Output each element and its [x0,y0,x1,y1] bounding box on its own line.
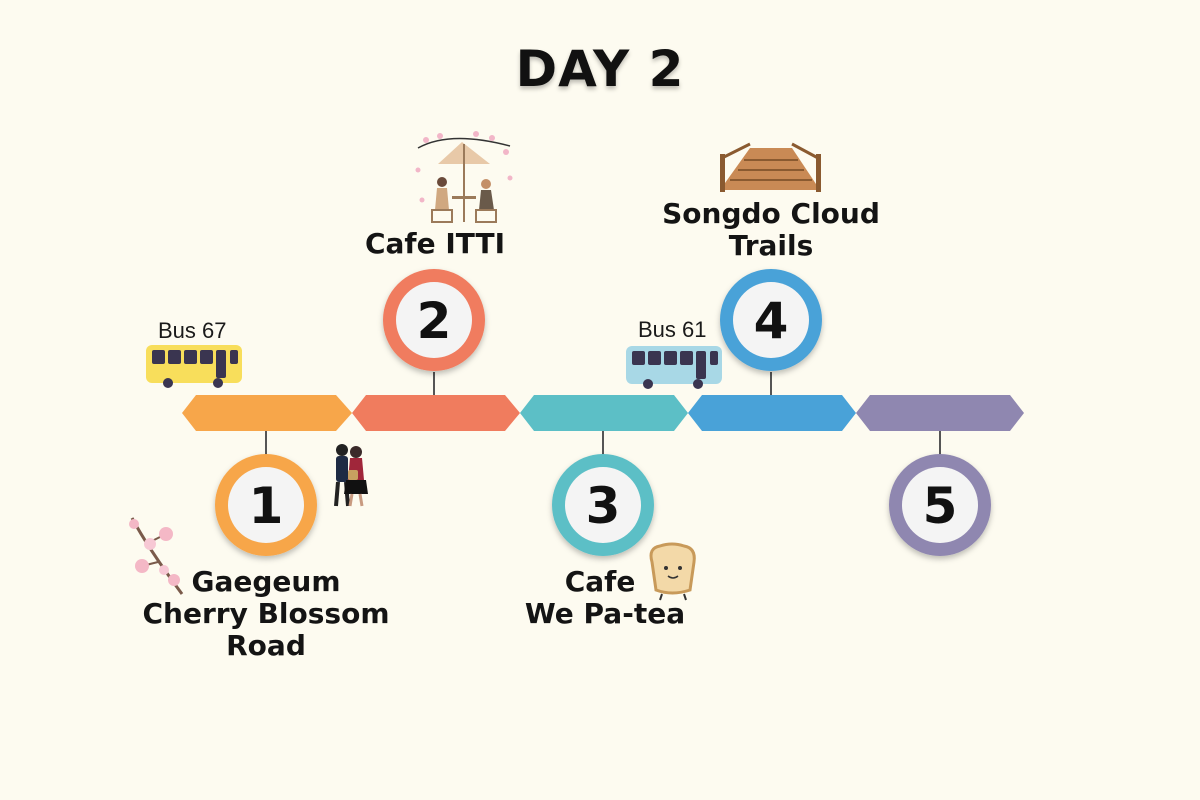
stop-circle-4: 4 [720,269,822,371]
stop-number-3: 3 [586,477,621,535]
stop-number-1: 1 [249,477,284,535]
stop-number-5: 5 [923,477,958,535]
stop-name-4: Songdo Cloud Trails [640,198,902,262]
segment-5 [856,395,1024,431]
segment-2 [352,395,520,431]
yellow-bus-icon [146,345,242,388]
stop-name-1-line-1: Gaegeum [191,565,341,598]
cherry-blossom-branch-icon [129,517,184,595]
stop-name-3: Cafe We Pa-tea [490,566,720,630]
stop-circle-2: 2 [383,269,485,371]
stop-circle-1: 1 [215,454,317,556]
stop-number-4: 4 [754,292,789,350]
toast-bread-icon [649,542,696,601]
connectors [265,372,941,458]
stop-name-3-line-2: We Pa-tea [524,597,686,630]
stop-name-3-line-1: Cafe [564,565,636,598]
bus-label-1: Bus 67 [158,318,227,343]
timeline-bar [182,395,1024,431]
stop-number-2: 2 [417,292,452,350]
segment-4 [688,395,856,431]
segment-3 [520,395,688,431]
stop-name-4-line-1: Songdo Cloud [662,197,880,230]
stop-circle-3: 3 [552,454,654,556]
bus-label-2: Bus 61 [638,317,707,342]
stop-name-1-line-3: Road [226,629,306,662]
wooden-bridge-icon [720,142,821,192]
stop-name-1: Gaegeum Cherry Blossom Road [126,566,406,662]
cafe-umbrella-couple-icon [415,131,513,223]
stop-name-4-line-2: Trails [728,229,814,262]
stop-circle-5: 5 [889,454,991,556]
stop-name-2: Cafe ITTI [320,228,550,260]
stop-name-1-line-2: Cherry Blossom [142,597,390,630]
couple-walking-icon [334,444,368,507]
stop-name-2-line-1: Cafe ITTI [364,227,506,260]
page-title: DAY 2 [515,40,685,98]
blue-bus-icon [626,346,722,389]
segment-1 [182,395,352,431]
